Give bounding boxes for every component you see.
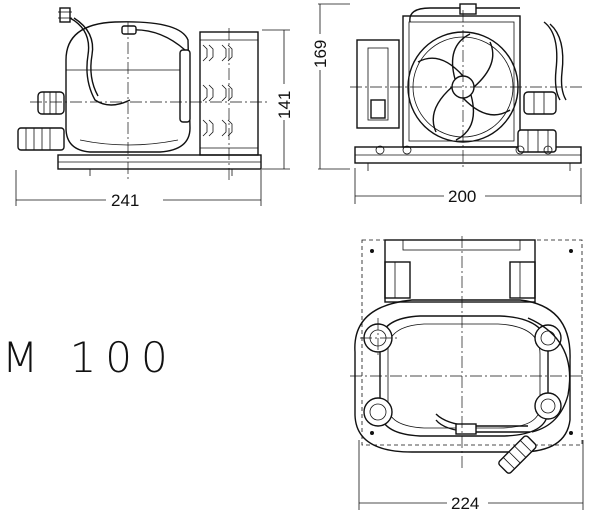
top-mount-rear-left <box>363 397 393 427</box>
dimension-front-width: 200 <box>448 187 476 206</box>
front-suction-fitting <box>523 91 557 115</box>
dimension-front-height: 169 <box>311 40 330 68</box>
dimension-side-width: 241 <box>111 191 139 210</box>
top-base-plate <box>361 239 583 446</box>
top-mount-front-right <box>534 324 562 352</box>
side-filter-drier <box>179 49 191 123</box>
model-label: M 100 <box>2 333 177 382</box>
side-view: 141 241 <box>15 7 294 210</box>
dimension-side-height: 141 <box>275 91 294 119</box>
side-service-valve <box>59 7 71 23</box>
top-compressor-body <box>354 299 571 453</box>
side-compressor-body <box>65 21 191 153</box>
top-mount-rear-right <box>534 392 562 420</box>
top-service-valve <box>498 435 537 474</box>
front-view: 169 200 <box>311 3 585 206</box>
front-condenser-frame <box>402 15 521 148</box>
top-filter-drier <box>455 423 477 435</box>
front-electrical-box <box>356 39 400 129</box>
top-view: 224 <box>350 236 585 513</box>
top-condenser <box>384 239 536 303</box>
dimension-top-width: 224 <box>451 494 479 513</box>
side-discharge-fitting <box>17 127 65 151</box>
side-suction-fitting <box>37 91 65 115</box>
